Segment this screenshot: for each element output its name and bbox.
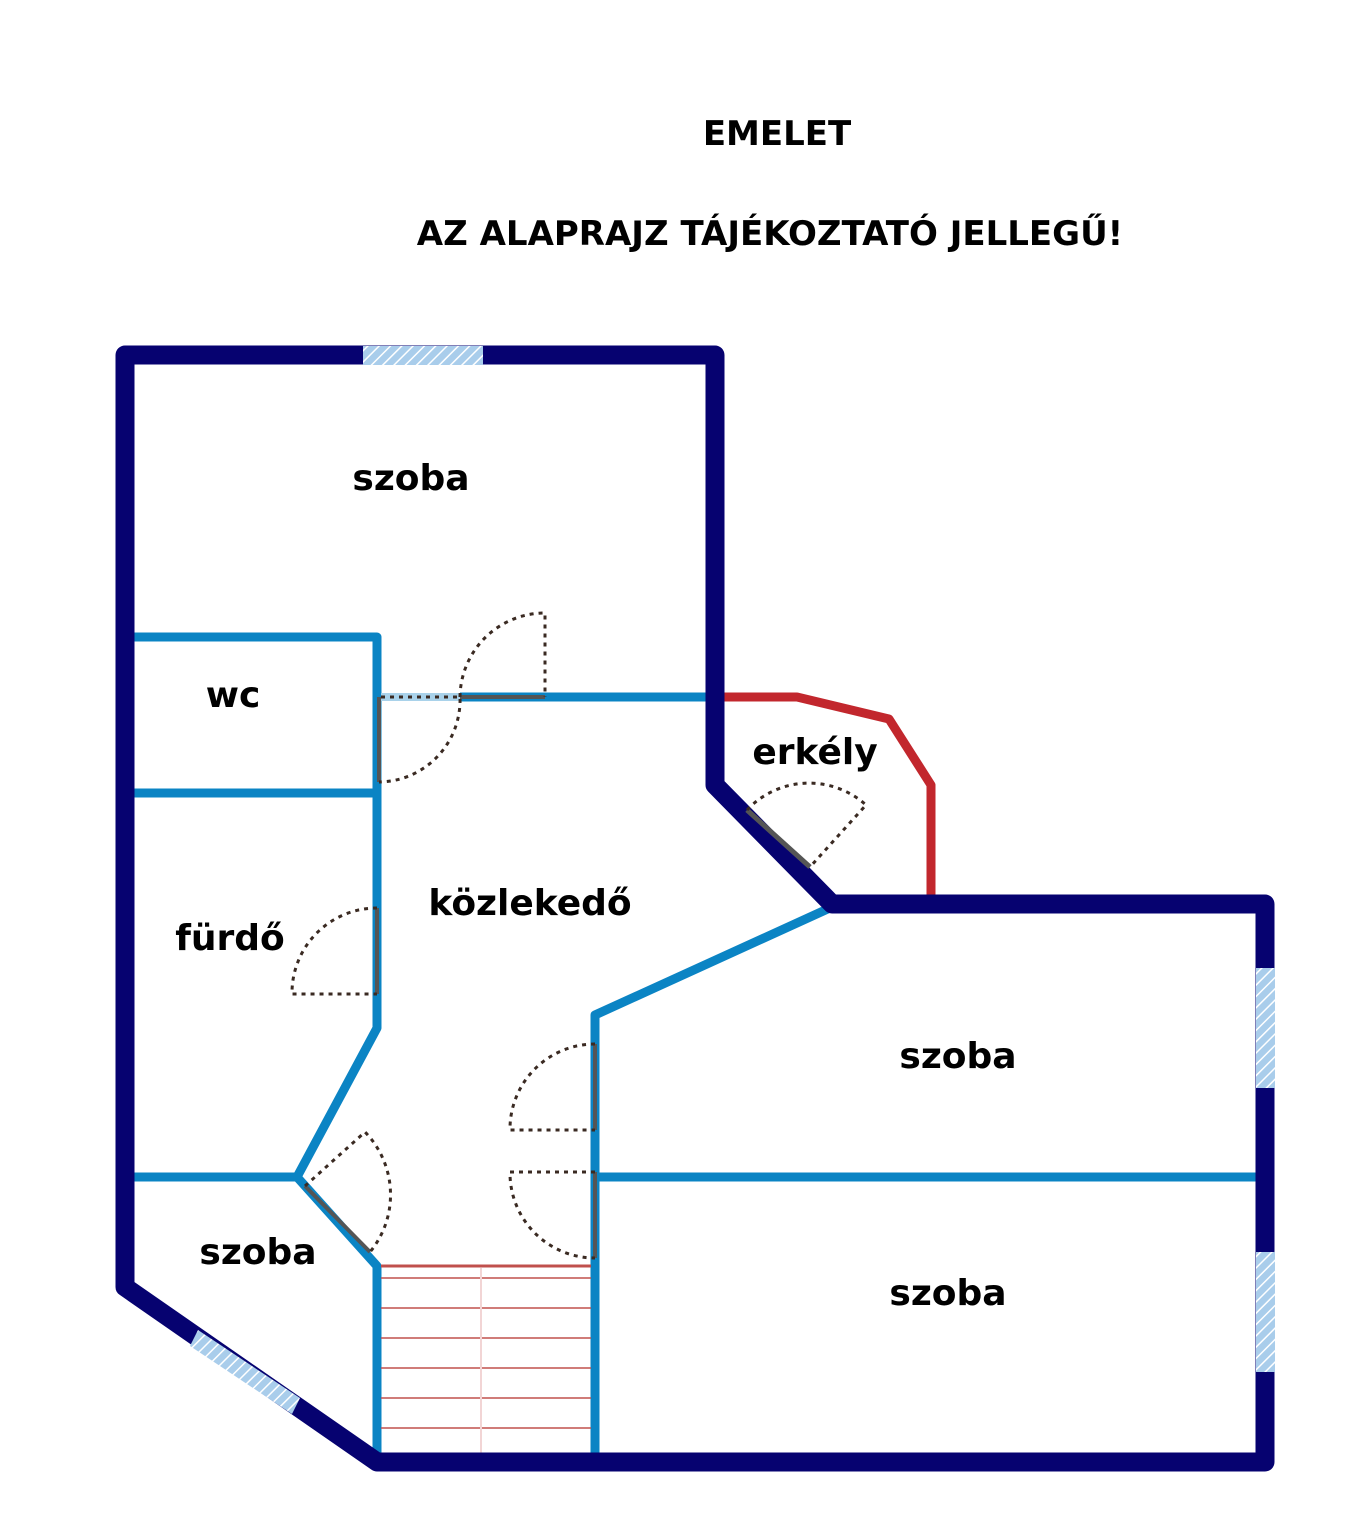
windows xyxy=(190,346,1275,1414)
door-swing-bathroom xyxy=(290,906,378,996)
room-label-small-room: szoba xyxy=(199,1232,316,1273)
doors xyxy=(290,611,869,1260)
balcony-railing xyxy=(715,692,936,904)
room-label-right-upper-room: szoba xyxy=(899,1036,1016,1077)
room-label-right-lower-room: szoba xyxy=(889,1273,1006,1314)
disclaimer-text: AZ ALAPRAJZ TÁJÉKOZTATÓ JELLEGŰ! xyxy=(417,213,1123,254)
right-rooms-wall xyxy=(590,902,834,1460)
window-diagonal xyxy=(190,1330,300,1414)
interior-walls xyxy=(125,632,1262,1460)
door-swing-wc xyxy=(378,695,462,784)
door-swing-right-lower-room xyxy=(508,1170,596,1260)
door-leaf-balcony xyxy=(745,808,812,869)
room-label-top-room: szoba xyxy=(352,458,469,499)
door-swing-right-upper-room xyxy=(508,1042,596,1132)
door-leaf-small-room xyxy=(303,1184,372,1254)
staircase xyxy=(381,1264,591,1455)
wc-upper-wall xyxy=(125,632,382,1460)
exterior-walls xyxy=(115,345,1275,1472)
door-swing-balcony xyxy=(745,781,869,869)
door-swing-small-room xyxy=(303,1129,393,1253)
room-label-balcony: erkély xyxy=(752,732,877,773)
room-label-wc: wc xyxy=(206,675,261,716)
window-right-upper xyxy=(1256,968,1275,1088)
window-right-lower xyxy=(1256,1252,1275,1372)
room-label-hallway: közlekedő xyxy=(428,883,631,924)
floor-title: EMELET xyxy=(703,114,852,154)
room-label-bathroom: fürdő xyxy=(175,918,285,959)
door-swing-top-room xyxy=(458,611,547,698)
window-top xyxy=(363,346,483,365)
